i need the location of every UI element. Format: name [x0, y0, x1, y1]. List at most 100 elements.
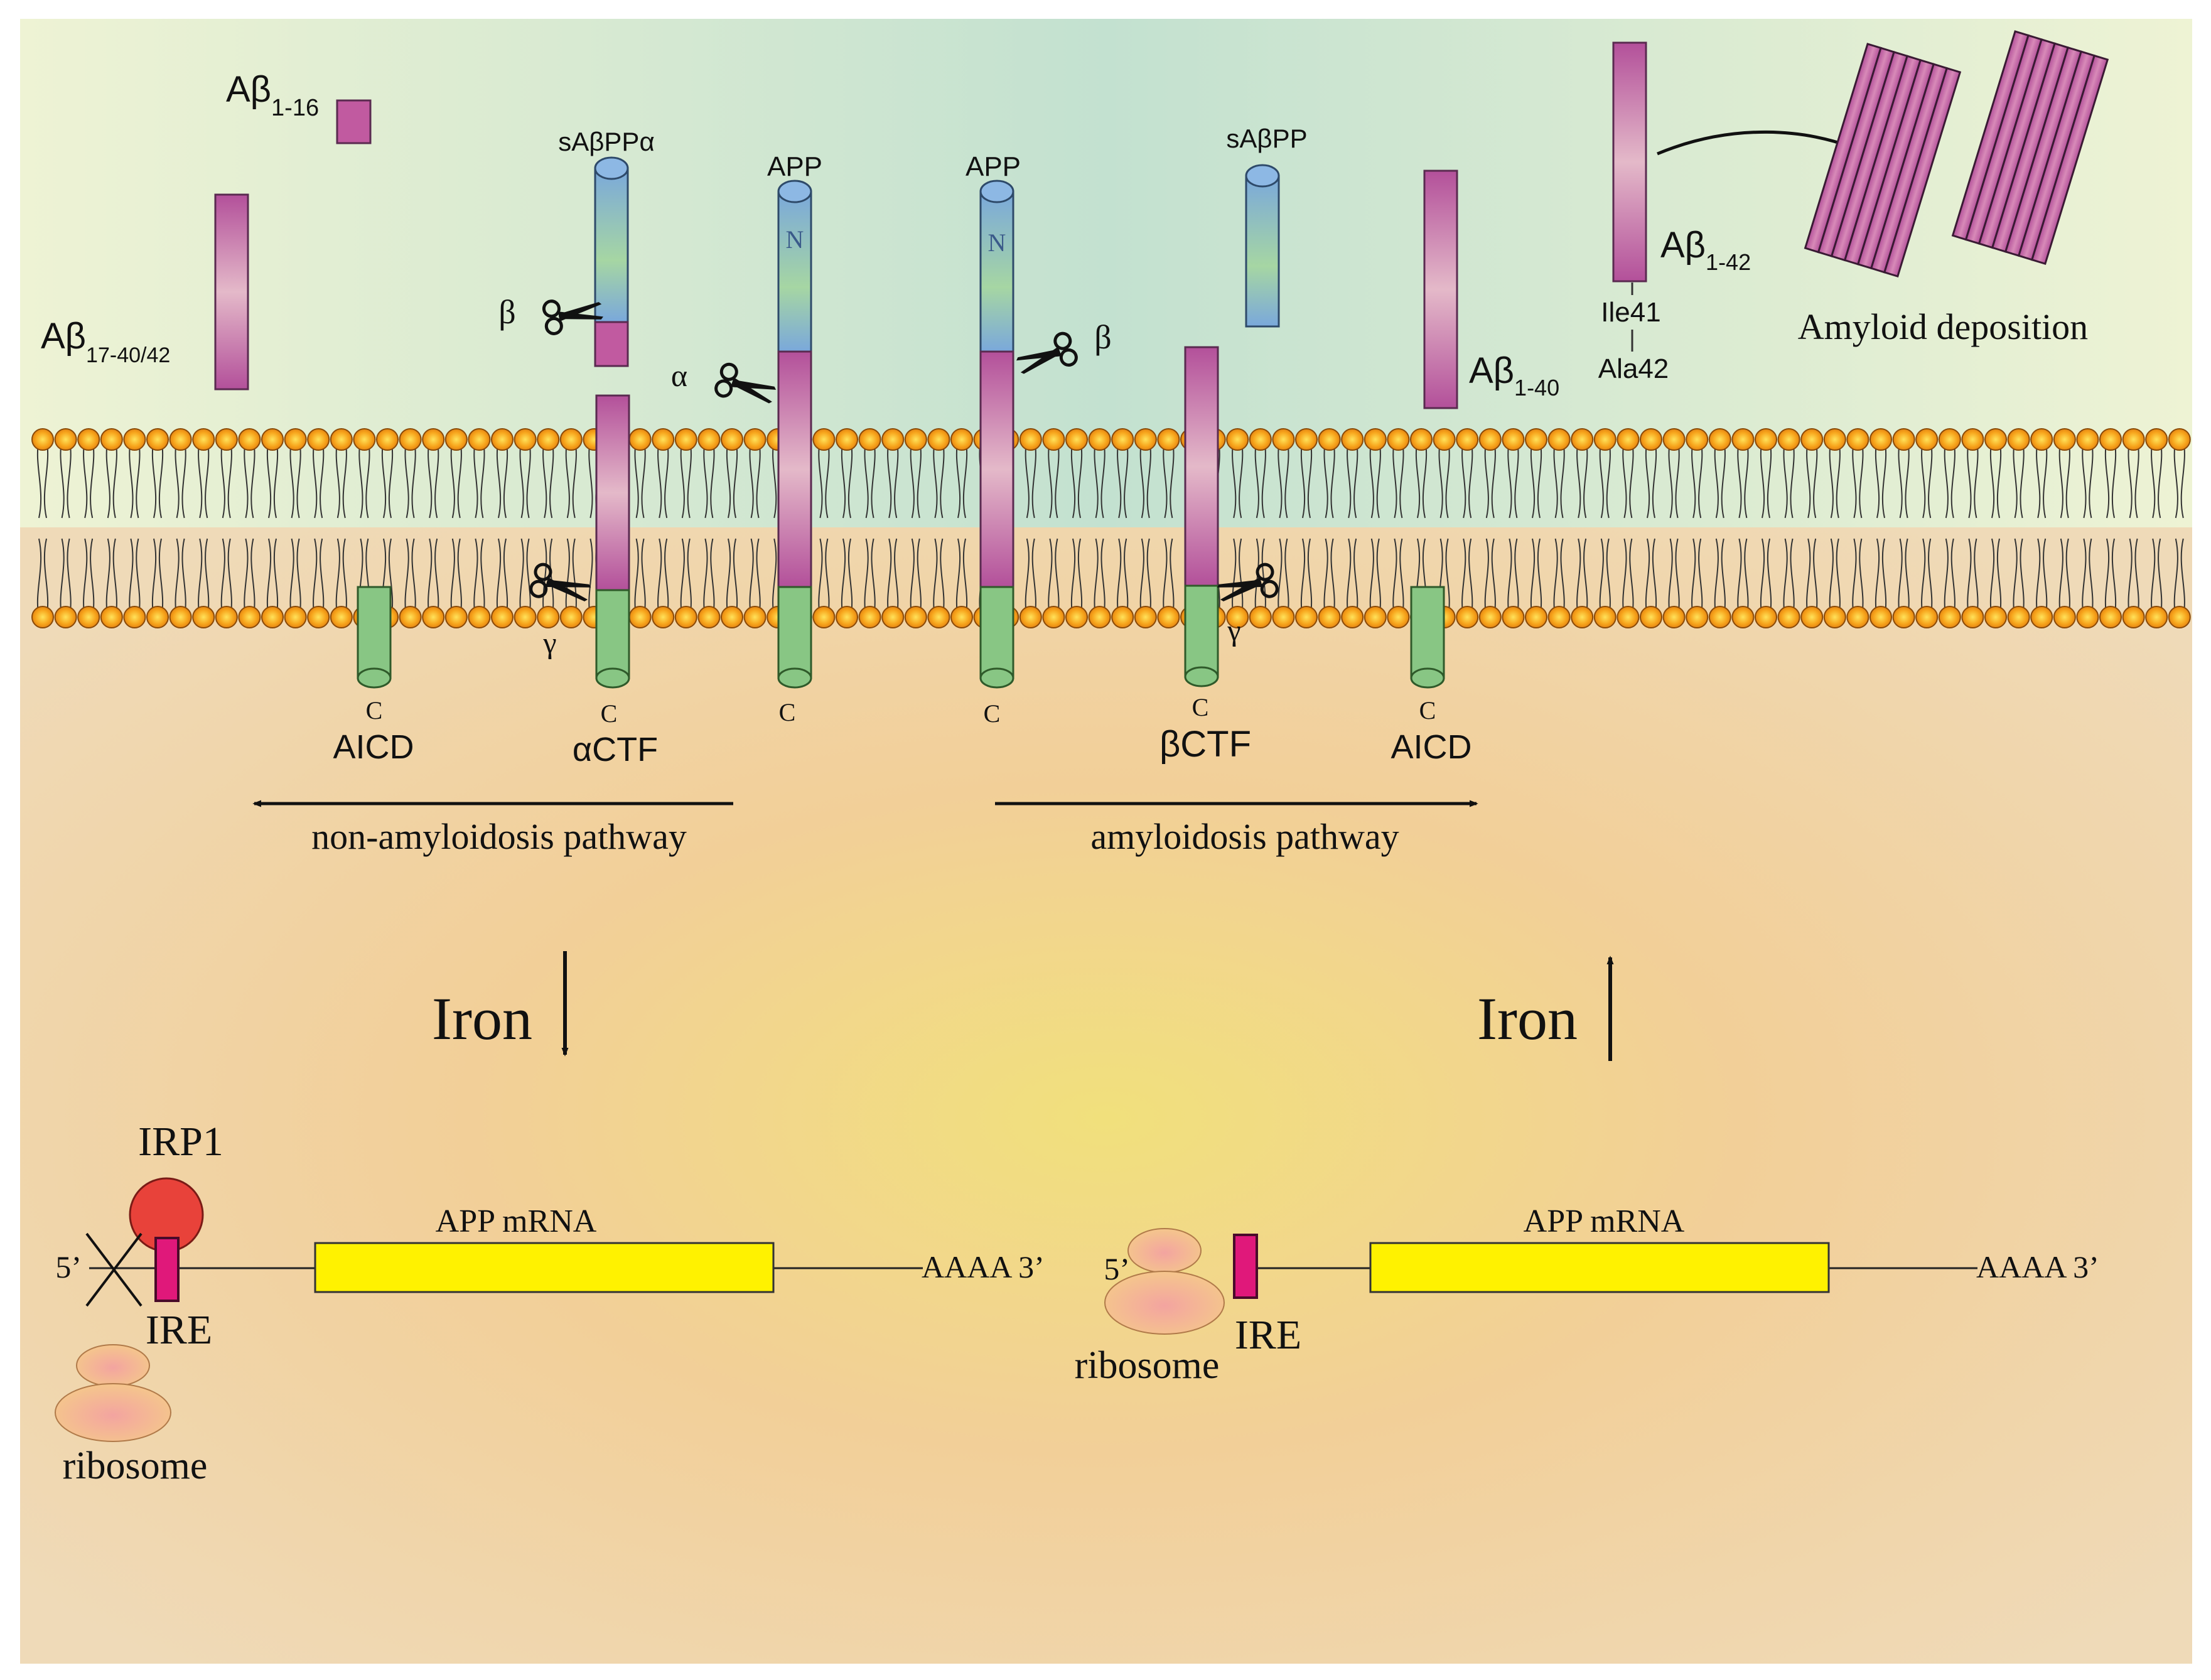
lipid-head — [1410, 428, 1433, 451]
label-app-mrna-left: APP mRNA — [436, 1203, 597, 1239]
lipid-head — [628, 428, 652, 451]
lipid-head — [146, 606, 169, 628]
lipid-head — [1387, 606, 1410, 628]
lipid-head — [1295, 606, 1318, 628]
lipid-head — [123, 606, 146, 628]
lipid-head — [1984, 428, 2007, 451]
lipid-head — [1823, 606, 1846, 628]
lipid-head — [192, 606, 215, 628]
label-n-terminus-left: N — [786, 225, 804, 254]
lipid-head — [1134, 428, 1157, 451]
lipid-head — [652, 428, 675, 451]
lipid-head — [950, 606, 973, 628]
lipid-head — [2007, 606, 2030, 628]
lipid-head — [123, 428, 146, 451]
app-mrna-coding-left — [314, 1242, 775, 1293]
label-gamma-secretase-left: γ — [542, 627, 556, 660]
lipid-head — [2030, 606, 2053, 628]
lipid-head — [1042, 428, 1065, 451]
lipid-head — [54, 606, 77, 628]
lipid-head — [1800, 428, 1824, 451]
aicd-right-protein — [1410, 586, 1445, 689]
label-five-prime-right: 5’ — [1104, 1251, 1130, 1286]
lipid-head — [1226, 428, 1249, 451]
lipid-head — [537, 428, 560, 451]
label-c-terminus-aicd-left: C — [366, 696, 383, 724]
lipid-head — [1892, 428, 1915, 451]
lipid-head — [1456, 428, 1479, 451]
label-c-terminus-bctf: C — [1192, 693, 1209, 721]
lipid-head — [743, 428, 767, 451]
lipid-head — [1111, 606, 1134, 628]
lipid-head — [1364, 606, 1387, 628]
lipid-head — [146, 428, 169, 451]
lipid-head — [1387, 428, 1410, 451]
lipid-head — [2053, 428, 2076, 451]
lipid-head — [2168, 606, 2191, 628]
lipid-head — [628, 606, 652, 628]
lipid-head — [2145, 428, 2168, 451]
label-ala42: Ala42 — [1598, 353, 1669, 384]
lipid-head — [1364, 428, 1387, 451]
lipid-head — [1502, 606, 1525, 628]
fibril-strand — [2030, 54, 2109, 266]
lipid-head — [1961, 428, 1984, 451]
lipid-head — [1662, 606, 1686, 628]
lipid-head — [674, 606, 697, 628]
lipid-head — [1731, 606, 1755, 628]
lipid-head — [858, 606, 881, 628]
label-n-terminus-right: N — [988, 229, 1006, 257]
app-left-protein — [777, 180, 812, 689]
lipid-head — [1525, 606, 1547, 628]
lipid-head — [881, 606, 905, 628]
lipid-head — [169, 606, 192, 628]
lipid-head — [1708, 606, 1731, 628]
amyloid-fibrils — [1804, 30, 2109, 278]
lipid-head — [812, 428, 836, 451]
lipid-head — [422, 606, 445, 628]
label-ribosome-left: ribosome — [63, 1445, 208, 1487]
fibril-stack — [1951, 30, 2109, 266]
abeta-1-42-fragment — [1612, 41, 1647, 283]
lipid-head — [881, 428, 905, 451]
lipid-head — [1341, 428, 1364, 451]
lipid-head — [514, 606, 537, 628]
lipid-head — [904, 428, 927, 451]
lipid-head — [307, 428, 330, 451]
lipid-head — [1892, 606, 1915, 628]
lipid-head — [2076, 606, 2099, 628]
lipid-head — [1869, 606, 1892, 628]
abeta-1-16-fragment — [336, 99, 372, 144]
label-iron-right: Iron — [1477, 985, 1578, 1052]
lipid-head — [1640, 606, 1662, 628]
lipid-head — [1593, 606, 1617, 628]
lipid-head — [1915, 428, 1939, 451]
lipid-head — [1157, 606, 1180, 628]
lipid-bilayer — [31, 428, 2191, 628]
lipid-head — [1341, 606, 1364, 628]
lipid-head — [1846, 606, 1869, 628]
lipid-head — [1019, 428, 1042, 451]
lipid-head — [1961, 606, 1984, 628]
lipid-head — [537, 606, 560, 628]
mrna-left — [55, 1177, 923, 1442]
lipid-head — [444, 428, 468, 451]
abeta-1-40-fragment — [1423, 170, 1458, 409]
lipid-head — [376, 428, 399, 451]
lipid-head — [2007, 428, 2030, 451]
label-abeta-17-40-42: Aβ17-40/42 — [41, 316, 170, 367]
lipid-head — [1938, 428, 1961, 451]
lipid-head — [1226, 606, 1249, 628]
label-amyloid-deposition: Amyloid deposition — [1798, 306, 2088, 347]
label-beta-secretase-right: β — [1094, 318, 1111, 356]
lipid-head — [330, 428, 353, 451]
label-beta-secretase-left: β — [498, 293, 515, 331]
lipid-head — [1547, 606, 1571, 628]
label-aicd-right: AICD — [1391, 728, 1471, 766]
mrna-right — [1104, 1228, 1977, 1335]
aicd-left-protein — [357, 586, 392, 689]
label-alpha-secretase: α — [671, 358, 687, 393]
lipid-head — [468, 428, 491, 451]
cytoplasm-space — [20, 527, 2192, 1664]
